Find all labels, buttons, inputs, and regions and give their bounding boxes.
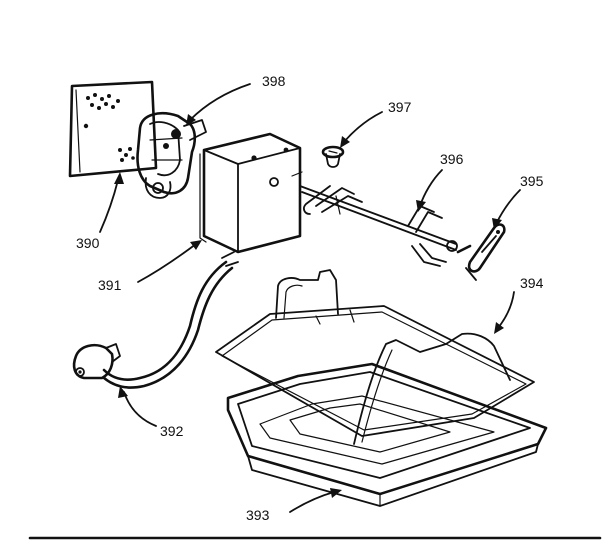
part-391-motor-box xyxy=(199,132,303,254)
callout-labels: 390 391 392 393 394 395 396 397 398 xyxy=(76,73,544,523)
part-397-screw xyxy=(321,145,345,168)
callout-395: 395 xyxy=(520,173,544,189)
part-390-plate xyxy=(68,80,158,178)
callout-393: 393 xyxy=(246,507,270,523)
part-394-wire-rack xyxy=(215,269,535,445)
leader-lines xyxy=(99,83,521,513)
part-393-drip-pan xyxy=(226,362,548,507)
callout-394: 394 xyxy=(520,275,544,291)
callout-398: 398 xyxy=(262,73,286,89)
callout-391: 391 xyxy=(98,277,122,293)
part-392-cord xyxy=(72,251,239,389)
callout-392: 392 xyxy=(160,423,184,439)
part-395-spit-handle xyxy=(456,223,506,281)
part-398-motor-bracket xyxy=(136,112,207,199)
callout-390: 390 xyxy=(76,235,100,251)
part-396-spit-rod xyxy=(299,185,458,267)
callout-396: 396 xyxy=(440,151,464,167)
callout-397: 397 xyxy=(388,99,412,115)
